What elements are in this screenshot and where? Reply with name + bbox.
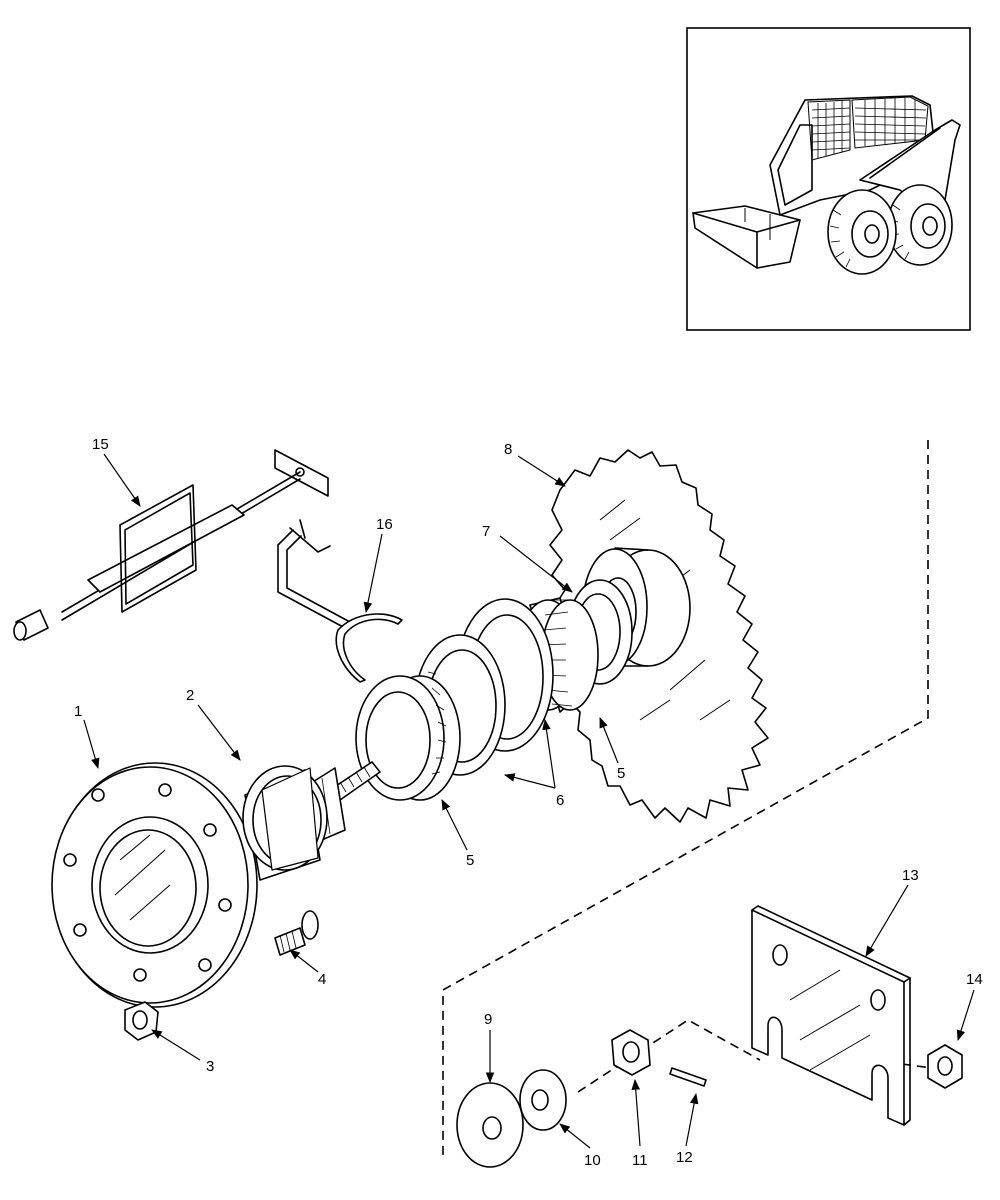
part-5-bearing-lower [355,675,461,801]
leader-5-upper [599,716,619,764]
leader-8 [517,455,566,487]
part-10-washer [519,1069,567,1131]
callout-5-lower: 5 [466,852,474,869]
callout-7: 7 [482,523,490,540]
leader-14 [956,989,975,1042]
callout-12: 12 [676,1149,693,1166]
leader-2 [197,704,241,761]
callout-3: 3 [206,1058,214,1075]
callout-14: 14 [966,971,983,988]
part-4-wheel-stud [274,910,319,956]
leader-6a [542,718,556,789]
leader-3 [151,1029,201,1061]
leader-7 [499,535,573,593]
callout-13: 13 [902,867,919,884]
leader-15 [103,453,141,507]
part-2-seal [242,765,328,871]
part-13-plate [751,905,911,1126]
machine-inset [686,27,971,331]
rear-wheel [887,184,953,266]
leader-6b [503,773,556,789]
leader-1 [83,719,100,770]
callout-5-upper: 5 [617,765,625,782]
callout-8: 8 [504,441,512,458]
callout-15: 15 [92,436,109,453]
leader-10 [559,1123,591,1149]
part-9-washer [456,1082,524,1168]
skid-steer-loader-illustration [692,95,961,275]
part-16-bracket [277,519,403,683]
callout-2: 2 [186,687,194,704]
cab-cage-grid [807,96,929,161]
leader-11 [631,1078,641,1147]
callout-16: 16 [376,516,393,533]
callout-10: 10 [584,1152,601,1169]
callout-9: 9 [484,1011,492,1028]
callout-leaders [83,453,975,1149]
part-14-flange-nut [927,1044,963,1089]
part-12-cotter-pin [669,1067,707,1087]
part-15-rod-assembly [13,449,329,641]
leader-4 [289,949,319,973]
hardware-axis-line [577,1019,761,1093]
callout-6: 6 [556,792,564,809]
leader-5-lower [441,799,468,851]
assembly-boundary-line [442,440,929,1158]
leader-12 [685,1092,699,1147]
callout-4: 4 [318,971,326,988]
hardware-axis-line-2 [901,1063,933,1069]
leader-16 [363,533,383,614]
part-3-nut [124,1001,159,1041]
callout-1: 1 [74,703,82,720]
front-wheel [827,189,897,275]
leader-13 [865,884,909,957]
callout-labels: 1 2 3 4 5 5 6 7 8 9 10 11 12 13 14 15 16 [74,436,983,1169]
part-11-castle-nut [611,1029,651,1076]
callout-11: 11 [632,1152,648,1169]
part-1-hub [51,761,381,1008]
